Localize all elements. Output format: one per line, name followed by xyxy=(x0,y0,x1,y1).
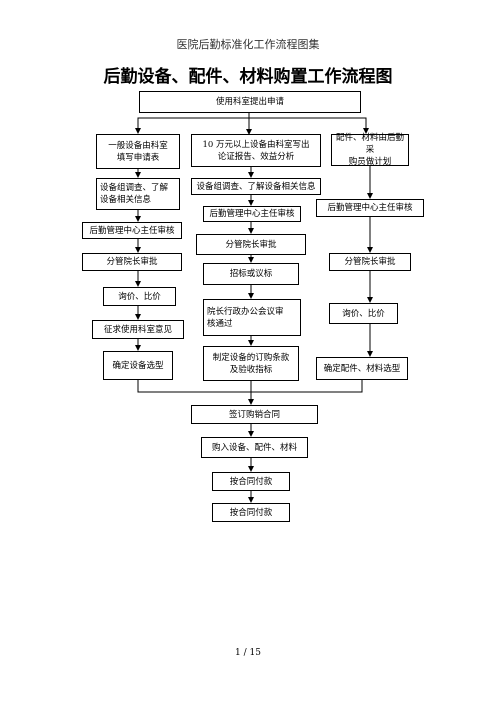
node-director-review-middle: 后勤管理中心主任审核 xyxy=(203,206,301,222)
node-parts-materials-plan: 配件、材料由后勤采 购员做计划 xyxy=(331,133,409,167)
node-payment-2: 按合同付款 xyxy=(212,503,290,522)
node-general-equipment-form: 一般设备由科室 填写申请表 xyxy=(96,134,180,169)
node-vp-approval-right: 分管院长审批 xyxy=(329,253,411,271)
document-header: 医院后勤标准化工作流程图集 xyxy=(176,38,320,51)
node-director-review-right: 后勤管理中心主任审核 xyxy=(316,199,424,217)
connector xyxy=(137,380,251,393)
node-large-equipment-report: 10 万元以上设备由科室写出 论证报告、效益分析 xyxy=(191,134,321,167)
node-president-meeting-approval: 院长行政办公会议审 核通过 xyxy=(203,299,301,336)
node-sign-contract: 签订购销合同 xyxy=(191,405,318,424)
node-equipment-survey-left: 设备组调查、了解 设备相关信息 xyxy=(96,178,180,210)
node-price-comparison-right: 询价、比价 xyxy=(329,303,398,324)
flowchart-title: 后勤设备、配件、材料购置工作流程图 xyxy=(103,67,393,87)
node-bidding: 招标或议标 xyxy=(203,263,299,285)
node-department-opinion: 征求使用科室意见 xyxy=(92,320,184,339)
node-vp-approval-left: 分管院长审批 xyxy=(82,253,182,271)
connector xyxy=(135,113,250,134)
node-purchase: 购入设备、配件、材料 xyxy=(201,437,308,458)
connector xyxy=(251,380,363,393)
node-director-review-left: 后勤管理中心主任审核 xyxy=(82,222,182,239)
node-price-comparison-left: 询价、比价 xyxy=(103,287,176,306)
node-vp-approval-middle: 分管院长审批 xyxy=(196,234,306,255)
node-equipment-survey-middle: 设备组调查、了解设备相关信息 xyxy=(191,178,321,195)
page-number: 1 / 15 xyxy=(235,648,261,658)
node-equipment-model-selection: 确定设备选型 xyxy=(103,351,173,380)
connector xyxy=(248,113,369,134)
node-payment-1: 按合同付款 xyxy=(212,472,290,491)
node-department-application: 使用科室提出申请 xyxy=(139,91,361,113)
node-parts-model-selection: 确定配件、材料选型 xyxy=(316,357,408,380)
node-order-terms: 制定设备的订购条款 及验收指标 xyxy=(203,346,299,381)
